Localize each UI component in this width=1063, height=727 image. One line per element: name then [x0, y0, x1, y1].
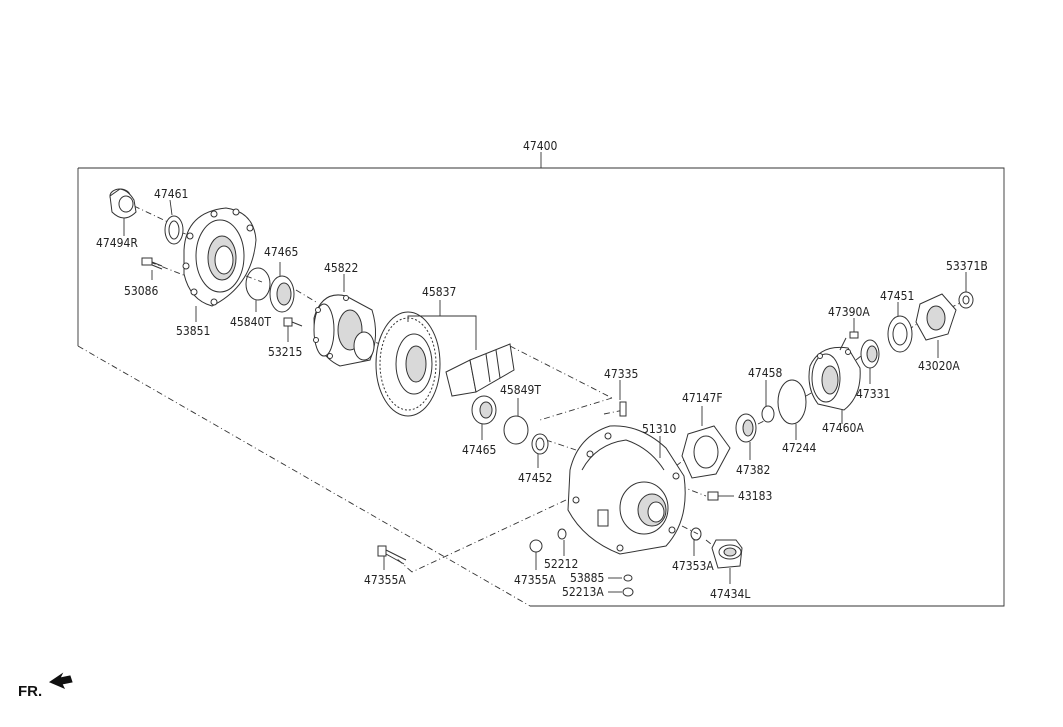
front-label: FR.	[18, 683, 42, 700]
label-45837: 45837	[422, 285, 456, 299]
label-47458: 47458	[748, 366, 782, 380]
part-45837-ring-gear-pinion	[375, 300, 515, 417]
label-47465-lower: 47465	[462, 443, 496, 457]
label-53371B: 53371B	[946, 259, 988, 273]
part-53215-bolt	[283, 317, 303, 342]
label-47355A-left: 47355A	[364, 573, 406, 587]
part-45840T-ring	[245, 267, 271, 312]
label-45849T: 45849T	[500, 383, 541, 397]
part-47461-seal	[164, 199, 184, 245]
label-47465-upper: 47465	[264, 245, 298, 259]
label-52212: 52212	[544, 557, 578, 571]
part-45849T-ring	[503, 398, 529, 445]
part-47335-breather	[619, 380, 627, 417]
label-47451: 47451	[880, 289, 914, 303]
part-52213A-plug	[608, 587, 634, 597]
part-43020A-flange	[915, 293, 957, 358]
label-52213A: 52213A	[562, 585, 604, 599]
part-47465-bearing-upper	[269, 262, 295, 313]
part-53885-washer	[608, 574, 633, 582]
label-53885: 53885	[570, 571, 604, 585]
label-47335: 47335	[604, 367, 638, 381]
part-47494R-cap	[109, 188, 137, 236]
label-45840T: 45840T	[230, 315, 271, 329]
part-47147F-gasket	[681, 406, 731, 479]
part-43183-plug	[707, 491, 734, 501]
part-52212-washer	[557, 528, 567, 556]
label-47355A-mid: 47355A	[514, 573, 556, 587]
label-47244: 47244	[782, 441, 816, 455]
label-47460A: 47460A	[822, 421, 864, 435]
part-47390A-bolt	[839, 318, 859, 351]
part-47244-o-ring	[777, 379, 807, 440]
label-53215: 53215	[268, 345, 302, 359]
label-47382: 47382	[736, 463, 770, 477]
part-53086-bolt	[141, 257, 163, 280]
label-43183: 43183	[738, 489, 772, 503]
part-45822-differential-case	[313, 274, 376, 367]
label-51310: 51310	[642, 422, 676, 436]
label-47331: 47331	[856, 387, 890, 401]
front-direction-arrow-icon	[48, 672, 73, 689]
part-53371B-nut	[958, 272, 974, 309]
part-47331-bearing	[860, 339, 880, 384]
label-53086: 53086	[124, 284, 158, 298]
part-47434L-sleeve	[711, 539, 743, 584]
label-47434L: 47434L	[710, 587, 750, 601]
label-45822: 45822	[324, 261, 358, 275]
label-47353A: 47353A	[672, 559, 714, 573]
part-47465-bearing-lower	[471, 395, 497, 440]
part-47460A-housing	[808, 346, 861, 424]
part-47451-seal	[887, 302, 913, 353]
part-47355A-stud-left	[377, 545, 407, 570]
label-47147F: 47147F	[682, 391, 723, 405]
part-53851-cover	[182, 207, 257, 322]
part-47452-seal	[531, 433, 549, 468]
part-47355A-plug-mid	[529, 539, 543, 570]
part-51310-housing	[567, 425, 686, 555]
assembly-label: 47400	[523, 139, 557, 153]
label-47494R: 47494R	[96, 236, 138, 250]
assembly-frame-diagonal	[77, 345, 531, 607]
part-47382-sleeve	[735, 413, 757, 460]
part-47458-seal	[761, 380, 775, 423]
label-43020A: 43020A	[918, 359, 960, 373]
label-47461: 47461	[154, 187, 188, 201]
part-47353A-o-ring	[690, 527, 702, 556]
label-47452: 47452	[518, 471, 552, 485]
label-53851: 53851	[176, 324, 210, 338]
label-47390A: 47390A	[828, 305, 870, 319]
